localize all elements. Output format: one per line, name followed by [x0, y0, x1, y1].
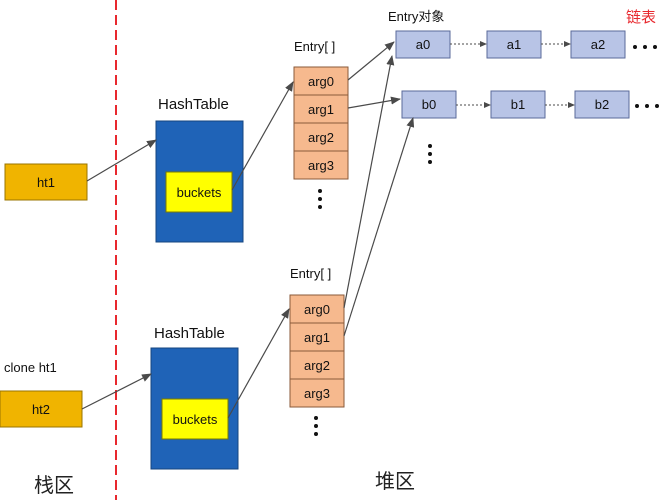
linked-list-label: 链表: [626, 9, 656, 26]
entry-array-1-cell: [293, 150, 349, 180]
heap-region-label: 堆区: [375, 470, 415, 493]
entry-array-1-cell-label: arg0: [308, 74, 334, 89]
entry-array-2-cell: [289, 294, 345, 324]
chain-a-node: [570, 30, 626, 59]
entry-array-2-cell-label: arg2: [304, 358, 330, 373]
entry-array-2-cell-label: arg0: [304, 302, 330, 317]
hashtable-2-title: HashTable: [154, 325, 225, 342]
arrow-arr2-arg0-to-a0: [343, 55, 395, 309]
arrow-buckets2-to-entry-array: [227, 308, 290, 419]
entry-array-2: arg0 arg1 arg2 arg3: [289, 294, 345, 408]
entry-array-1-cell-label: arg3: [308, 158, 334, 173]
entry-array-1-cell-label: arg1: [308, 102, 334, 117]
ht1-label: ht1: [37, 175, 55, 190]
arrow-arr1-arg1-to-b0: [347, 96, 401, 109]
stack-region-label: 栈区: [34, 474, 74, 497]
arrow-ht1-to-hashtable: [86, 139, 157, 182]
arrow-arr2-arg1-to-b0: [343, 117, 415, 337]
arrow-ht2-to-hashtable: [81, 373, 152, 410]
hashtable-2-buckets-label: buckets: [173, 412, 218, 427]
clone-caption: clone ht1: [4, 360, 57, 375]
entry-array-2-cell: [289, 378, 345, 408]
entry-array-1-cell: [293, 122, 349, 152]
chain-b-ellipsis: [635, 104, 659, 108]
entry-array-2-title: Entry[ ]: [290, 266, 331, 281]
chain-a-node-label: a2: [591, 37, 605, 52]
hashtable-1-buckets: [165, 171, 233, 213]
chain-b-node: [574, 90, 630, 119]
arrow-buckets1-to-entry-array: [231, 81, 294, 191]
entry-object-label: Entry对象: [388, 9, 444, 24]
entry-array-2-cell-label: arg1: [304, 330, 330, 345]
ht1-box: [4, 163, 88, 201]
hashtable-1-title: HashTable: [158, 96, 229, 113]
chain-b-node-label: b0: [422, 97, 436, 112]
hashtable-2-buckets: [161, 398, 229, 440]
chain-b-node-label: b1: [511, 97, 525, 112]
chains-ellipsis: [428, 144, 432, 164]
ht2-box: [0, 390, 83, 428]
chain-b-node-label: b2: [595, 97, 609, 112]
chain-a-node-label: a1: [507, 37, 521, 52]
entry-array-2-cell-label: arg3: [304, 386, 330, 401]
chain-a-node: [395, 30, 451, 59]
ht2-label: ht2: [32, 402, 50, 417]
entry-array-1-title: Entry[ ]: [294, 39, 335, 54]
entry-array-2-cell: [289, 350, 345, 380]
chain-a-node-label: a0: [416, 37, 430, 52]
entry-array-1-ellipsis: [318, 189, 322, 209]
entry-array-1-cell-label: arg2: [308, 130, 334, 145]
entry-array-1: arg0 arg1 arg2 arg3: [293, 66, 349, 180]
entry-array-2-ellipsis: [314, 416, 318, 436]
arrow-arr1-arg0-to-a0: [347, 41, 395, 81]
chain-a-ellipsis: [633, 45, 657, 49]
hashtable-1-buckets-label: buckets: [177, 185, 222, 200]
